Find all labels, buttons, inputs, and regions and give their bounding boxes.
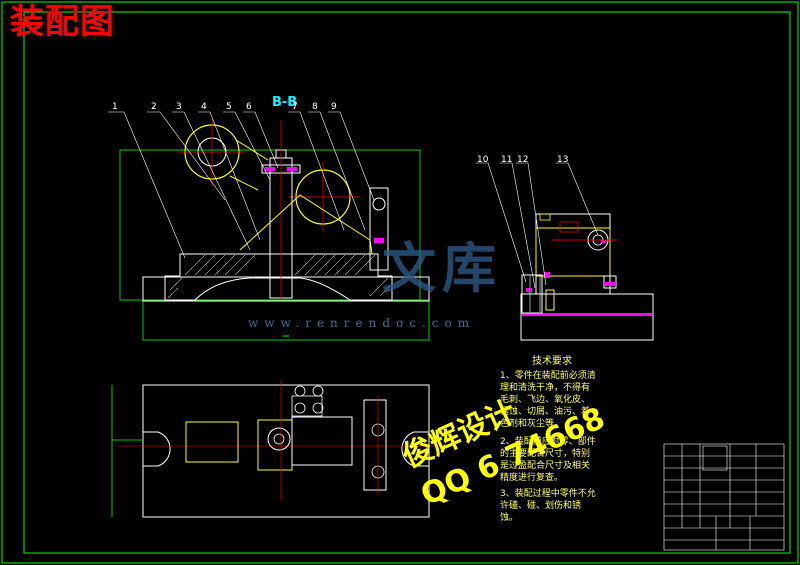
tech-line: 3、装配过程中零件不允 [500,489,596,499]
border-frame [23,11,791,554]
part-number: 5 [226,102,232,112]
part-number: 3 [176,102,182,112]
tech-line: 理和清洗干净，不得有 [500,383,591,393]
tech-line: 毛刺、飞边、氧化皮、 [500,395,591,405]
part-number: 1 [112,102,118,112]
tech-line: 蚀。 [500,513,519,523]
part-number: 7 [292,102,298,112]
front-section-view [108,111,430,341]
part-number: 4 [201,102,207,112]
section-label: B-B [272,95,298,110]
tech-line: 是过盈配合尺寸及相关 [500,461,591,471]
tech-line: 锈蚀、切屑、油污、着 [500,407,591,417]
tech-line: 许磕、碰、划伤和锈 [500,501,582,511]
tech-line: 精度进行复查。 [500,473,564,483]
tech-line: 的主要配合尺寸，特别 [500,449,591,459]
part-number: 13 [557,155,569,165]
part-number: 12 [517,155,529,165]
watermark-logo-text: 文库 [382,236,502,300]
part-number: 2 [151,102,157,112]
title-block [663,443,785,551]
part-number: 8 [312,102,318,112]
part-number: 10 [477,155,489,165]
part-number: 11 [501,155,513,165]
part-number: 6 [246,102,252,112]
part-number: 9 [331,102,337,112]
side-view [476,162,654,341]
watermark-url: www.renrendoc.com [248,316,476,330]
drawing-title: 装配图 [10,2,115,42]
tech-line: 色剂和灰尘等。 [500,419,564,429]
plan-view [111,380,448,518]
tech-requirements-title: 技术要求 [532,356,572,367]
tech-line: 2、装配前应对零、部件 [500,437,596,447]
tech-line: 1、零件在装配前必须清 [500,371,596,381]
